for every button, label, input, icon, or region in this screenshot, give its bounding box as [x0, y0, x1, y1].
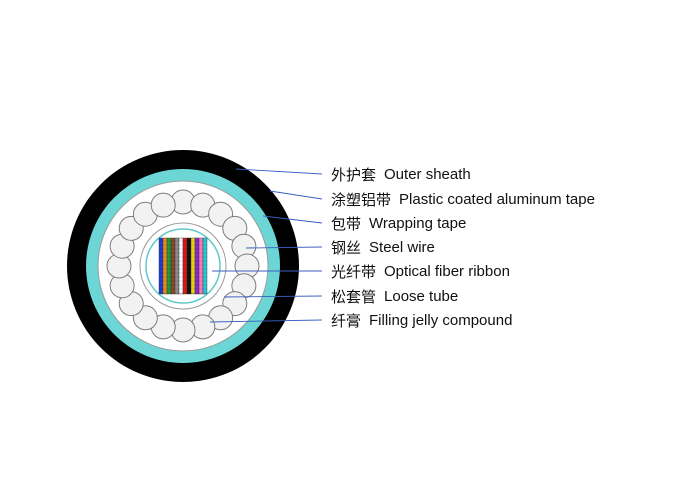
label-en: Filling jelly compound [369, 311, 513, 329]
optical-fiber-ribbon-stack [158, 237, 208, 295]
label-zh: 包带 [331, 214, 362, 233]
leader-lines [209, 168, 323, 323]
label-zh: 钢丝 [331, 238, 362, 257]
label-zh: 外护套 [331, 165, 377, 184]
fiber-strip [194, 237, 200, 295]
label-optical-fiber-ribbon: 光纤带 Optical fiber ribbon [331, 261, 510, 281]
leader-line [245, 246, 323, 249]
label-zh: 涂塑铝带 [331, 190, 392, 209]
label-wrapping-tape: 包带 Wrapping tape [331, 213, 466, 233]
label-filling-jelly-compound: 纤膏 Filling jelly compound [331, 310, 512, 330]
label-loose-tube: 松套管 Loose tube [331, 286, 458, 306]
leader-line [209, 319, 323, 323]
label-en: Outer sheath [384, 165, 471, 183]
label-en: Optical fiber ribbon [384, 262, 510, 280]
label-zh: 松套管 [331, 287, 377, 306]
fiber-strip [174, 237, 180, 295]
label-en: Wrapping tape [369, 214, 467, 232]
label-en: Plastic coated aluminum tape [399, 190, 595, 208]
label-zh: 光纤带 [331, 262, 377, 281]
cable-cross-section [67, 150, 299, 382]
fiber-strip [170, 237, 176, 295]
label-steel-wire: 钢丝 Steel wire [331, 237, 435, 257]
leader-line [223, 295, 323, 298]
steel-wire [150, 192, 176, 218]
leader-line [235, 168, 323, 175]
label-plastic-coated-aluminum-tape: 涂塑铝带 Plastic coated aluminum tape [331, 189, 595, 209]
fiber-strip [198, 237, 204, 295]
fiber-strip [178, 237, 184, 295]
leader-line [269, 190, 323, 200]
label-en: Steel wire [369, 238, 435, 256]
steel-wire-ring [106, 189, 260, 343]
fiber-strip [166, 237, 172, 295]
fiber-strip [186, 237, 192, 295]
label-en: Loose tube [384, 287, 459, 305]
fiber-strip [182, 237, 188, 295]
label-outer-sheath: 外护套 Outer sheath [331, 164, 471, 184]
leader-line [262, 215, 323, 224]
fiber-strip [202, 237, 208, 295]
fiber-strip [158, 237, 164, 295]
label-zh: 纤膏 [331, 311, 362, 330]
fiber-strip [190, 237, 196, 295]
fiber-strip [162, 237, 168, 295]
